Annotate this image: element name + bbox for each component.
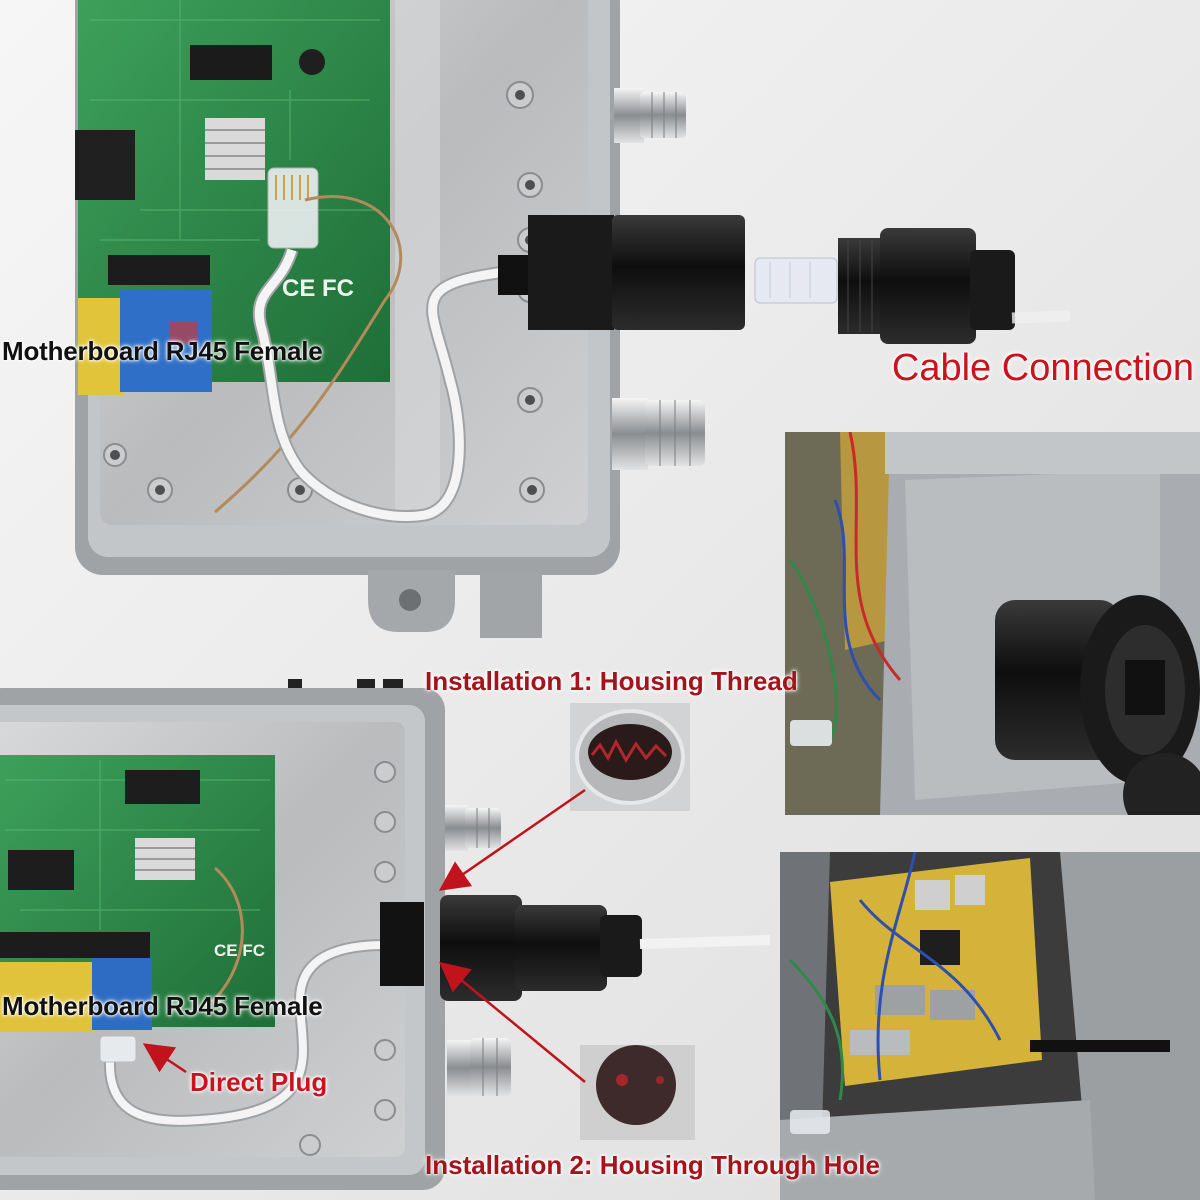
red-wire	[848, 432, 902, 681]
blue-port	[92, 958, 152, 1030]
capacitor	[299, 49, 325, 75]
enclosure-bottom-frame	[780, 1100, 1095, 1200]
yellow-port	[78, 298, 124, 395]
mounting-foot	[480, 572, 542, 638]
rj45-pins	[275, 175, 309, 200]
white-cable	[254, 248, 506, 522]
board-cable	[1030, 1040, 1170, 1052]
top-tab	[357, 679, 375, 689]
cable-gland-top	[614, 88, 686, 143]
connector-inner-body	[380, 902, 424, 986]
gland-knob	[1123, 753, 1200, 815]
housing-thread-inset	[570, 703, 690, 811]
blue-wires	[858, 852, 1002, 1081]
cable-connection-label: Cable Connection	[891, 347, 1194, 389]
connector-gland	[515, 905, 607, 991]
screw-bosses	[299, 761, 396, 1156]
enclosure-top-rim	[885, 432, 1200, 474]
yellow-board-components	[850, 875, 985, 1055]
arrow-icon	[438, 788, 586, 891]
green-wire	[788, 958, 845, 1101]
arrow-icon	[439, 961, 586, 1083]
cable-rj45-plug	[754, 257, 838, 304]
installation-1-label: Installation 1: Housing Thread	[425, 666, 798, 696]
top-tab	[383, 679, 403, 689]
heatsink	[135, 838, 195, 880]
thread-connector-jack	[1125, 660, 1165, 715]
cable-gland-bottom	[612, 398, 705, 470]
green-wire	[788, 559, 838, 741]
pcb-chip	[125, 770, 200, 804]
direct-plug	[99, 1035, 137, 1063]
connector-cap	[600, 915, 642, 977]
transformer	[0, 932, 150, 958]
pcb-processor	[75, 130, 135, 200]
bottom-enclosure-photo: CE FC	[0, 679, 771, 1190]
installation-2-label: Installation 2: Housing Through Hole	[425, 1150, 880, 1180]
bottom-motherboard-label: Motherboard RJ45 Female	[2, 991, 323, 1021]
pcb-processor	[8, 850, 74, 890]
cable-gland-top	[445, 805, 501, 851]
brown-wire	[210, 866, 244, 1004]
transformer	[108, 255, 210, 285]
direct-plug-label: Direct Plug	[190, 1067, 328, 1097]
small-plug	[790, 1110, 830, 1134]
connector-outer-nut	[440, 895, 522, 1001]
enclosure-right-frame	[1060, 852, 1200, 1200]
ethernet-cable	[639, 935, 771, 949]
heatsink	[205, 118, 265, 180]
pcb-chip	[190, 45, 272, 80]
cavity-rib	[395, 0, 440, 515]
mounting-hole	[399, 589, 421, 611]
top-enclosure-photo: CE FC	[75, 0, 1071, 638]
housing-through-hole-inset	[580, 1045, 695, 1140]
top-motherboard-label: Motherboard RJ45 Female	[2, 336, 323, 366]
black-cable-gland	[838, 228, 1071, 344]
red-component	[170, 322, 198, 344]
yellow-board	[830, 858, 1042, 1086]
connector-inner-body	[528, 215, 614, 330]
white-cable	[105, 941, 386, 1125]
rj45-plug	[267, 167, 319, 249]
blue-wire	[833, 499, 882, 702]
connector-outer-nut	[612, 215, 745, 330]
cable-gland-bottom	[447, 1038, 511, 1096]
ce-fc-marking: CE FC	[282, 275, 354, 302]
yellow-port	[0, 962, 95, 1032]
yellow-board-edge	[840, 432, 895, 650]
top-tab	[288, 679, 302, 689]
housing-thread-photo	[785, 432, 1200, 815]
small-plug	[790, 720, 832, 746]
arrow-icon	[142, 1043, 187, 1074]
enclosure-board-photo	[780, 852, 1200, 1200]
pcb-traces	[90, 0, 380, 241]
